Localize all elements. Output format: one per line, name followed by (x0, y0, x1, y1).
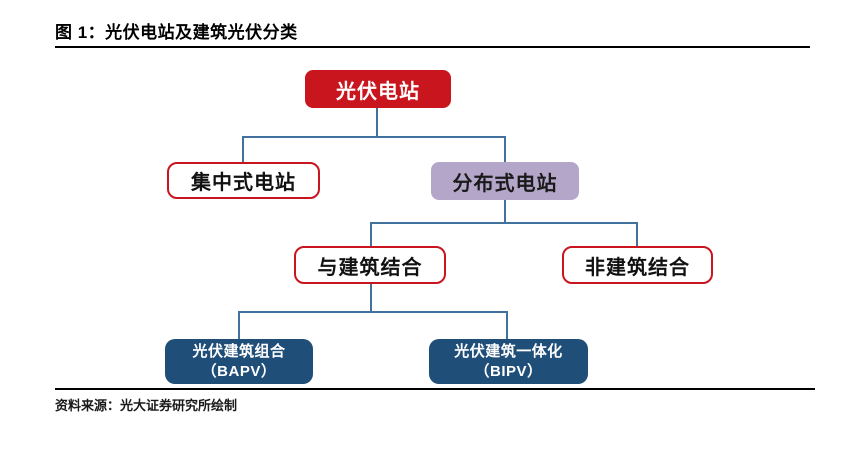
connector-line (238, 311, 508, 313)
connector-line (506, 311, 508, 339)
node-bipv-label: 光伏建筑一体化 (454, 342, 563, 360)
node-centralized-station: 集中式电站 (167, 162, 320, 199)
connector-line (370, 222, 372, 246)
connector-line (504, 136, 506, 162)
connector-line (636, 222, 638, 246)
node-bipv: 光伏建筑一体化 （BIPV） (429, 339, 588, 384)
node-non-building: 非建筑结合 (562, 246, 713, 284)
node-distributed-station: 分布式电站 (431, 162, 579, 200)
node-bapv: 光伏建筑组合 （BAPV） (165, 339, 313, 384)
connector-line (370, 284, 372, 313)
node-bapv-sub: （BAPV） (201, 362, 277, 380)
connector-line (242, 136, 506, 138)
source-divider (55, 388, 815, 390)
connector-line (238, 311, 240, 339)
node-bapv-label: 光伏建筑组合 (192, 342, 286, 360)
node-pv-station: 光伏电站 (305, 70, 451, 108)
figure-title: 图 1：光伏电站及建筑光伏分类 (55, 23, 298, 42)
source-note: 资料来源：光大证券研究所绘制 (55, 398, 238, 413)
connector-line (376, 108, 378, 137)
connector-line (242, 136, 244, 162)
connector-line (504, 200, 506, 224)
node-bipv-sub: （BIPV） (474, 362, 543, 380)
title-divider (55, 46, 810, 48)
node-with-building: 与建筑结合 (294, 246, 446, 284)
connector-line (370, 222, 638, 224)
